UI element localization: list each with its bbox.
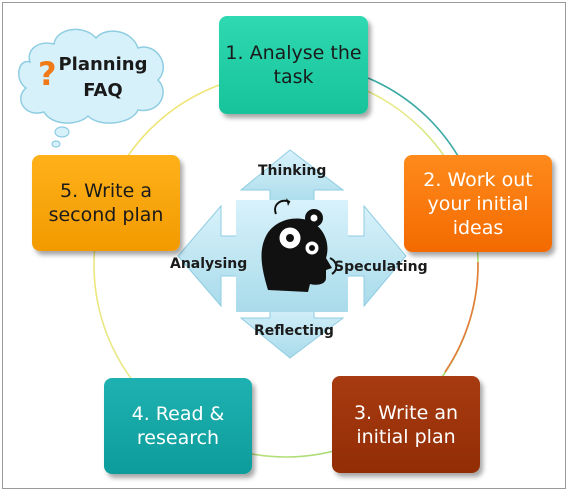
planning-faq-label: Planning FAQ: [58, 54, 148, 101]
thinking-label: Thinking: [258, 163, 327, 179]
step-5-label: 5. Write a second plan: [48, 180, 164, 226]
question-mark-icon: ?: [38, 55, 57, 93]
step-5-box: 5. Write a second plan: [32, 155, 180, 251]
head-with-gears-icon: [261, 198, 338, 292]
step-3-box: 3. Write an initial plan: [332, 376, 480, 473]
speculating-label: Speculating: [334, 259, 428, 275]
step-1-box: 1. Analyse the task: [219, 16, 368, 114]
image-frame: [2, 2, 566, 489]
step-2-label: 2. Work out your initial ideas: [423, 168, 533, 239]
step-3-label: 3. Write an initial plan: [353, 401, 459, 448]
step-1-label: 1. Analyse the task: [225, 42, 362, 88]
step-4-label: 4. Read & research: [131, 403, 225, 449]
analysing-label: Analysing: [170, 256, 248, 272]
step-4-box: 4. Read & research: [104, 378, 252, 474]
reflecting-label: Reflecting: [254, 323, 334, 339]
step-2-box: 2. Work out your initial ideas: [404, 155, 552, 252]
cycle-arc-orange: [444, 261, 479, 373]
thought-cloud-icon: [18, 28, 164, 148]
